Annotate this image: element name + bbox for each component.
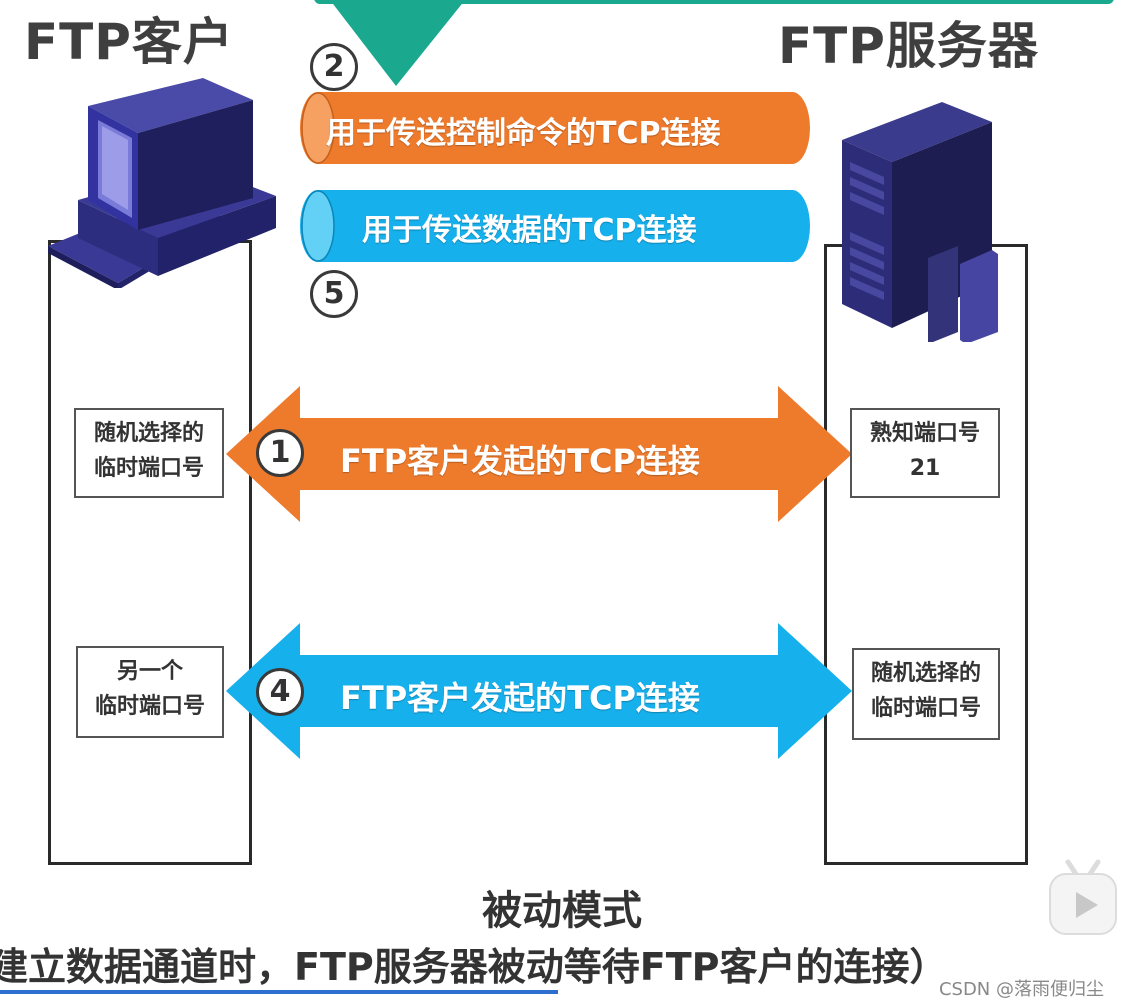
play-icon[interactable] <box>1046 858 1120 938</box>
data-connection-pipe <box>300 190 810 262</box>
server-data-port-line2: 临时端口号 <box>870 696 981 721</box>
control-connection-arrow <box>226 386 852 522</box>
data-arrow-label: FTP客户发起的TCP连接 <box>340 679 700 717</box>
server-tower-icon <box>842 102 998 342</box>
control-pipe-label: 用于传送控制命令的TCP连接 <box>326 116 721 151</box>
client-data-port-line2: 临时端口号 <box>94 694 205 719</box>
step-2-badge: 2 <box>310 43 358 91</box>
data-pipe-label: 用于传送数据的TCP连接 <box>362 213 697 248</box>
client-data-port-box: 另一个 临时端口号 <box>76 646 224 738</box>
data-connection-arrow <box>226 623 852 759</box>
server-control-port-box: 熟知端口号 21 <box>850 408 1000 498</box>
bottom-blue-bar <box>0 990 558 994</box>
step-1-badge: 1 <box>256 429 304 477</box>
client-title: FTP客户 <box>24 13 234 71</box>
server-control-port-line2: 21 <box>909 456 941 481</box>
server-data-port-box: 随机选择的 临时端口号 <box>852 648 1000 740</box>
mode-title: 被动模式 <box>482 888 642 934</box>
client-control-port-line2: 临时端口号 <box>93 456 204 481</box>
top-banner <box>314 0 1114 86</box>
desktop-computer-icon <box>48 78 276 288</box>
mode-description: 建立数据通道时，FTP服务器被动等待FTP客户的连接） <box>0 945 948 989</box>
step-5-badge: 5 <box>310 270 358 318</box>
control-connection-pipe <box>300 92 810 164</box>
server-column <box>824 244 1028 865</box>
client-control-port-box: 随机选择的 临时端口号 <box>74 408 224 498</box>
server-control-port-line1: 熟知端口号 <box>869 421 980 446</box>
control-arrow-label: FTP客户发起的TCP连接 <box>340 442 700 480</box>
client-control-port-line1: 随机选择的 <box>93 421 204 446</box>
client-data-port-line1: 另一个 <box>116 659 183 684</box>
server-title: FTP服务器 <box>778 17 1039 75</box>
server-data-port-line1: 随机选择的 <box>870 661 981 686</box>
client-column <box>48 240 252 865</box>
watermark: CSDN @落雨便归尘 <box>938 979 1104 1000</box>
step-4-badge: 4 <box>256 668 304 716</box>
